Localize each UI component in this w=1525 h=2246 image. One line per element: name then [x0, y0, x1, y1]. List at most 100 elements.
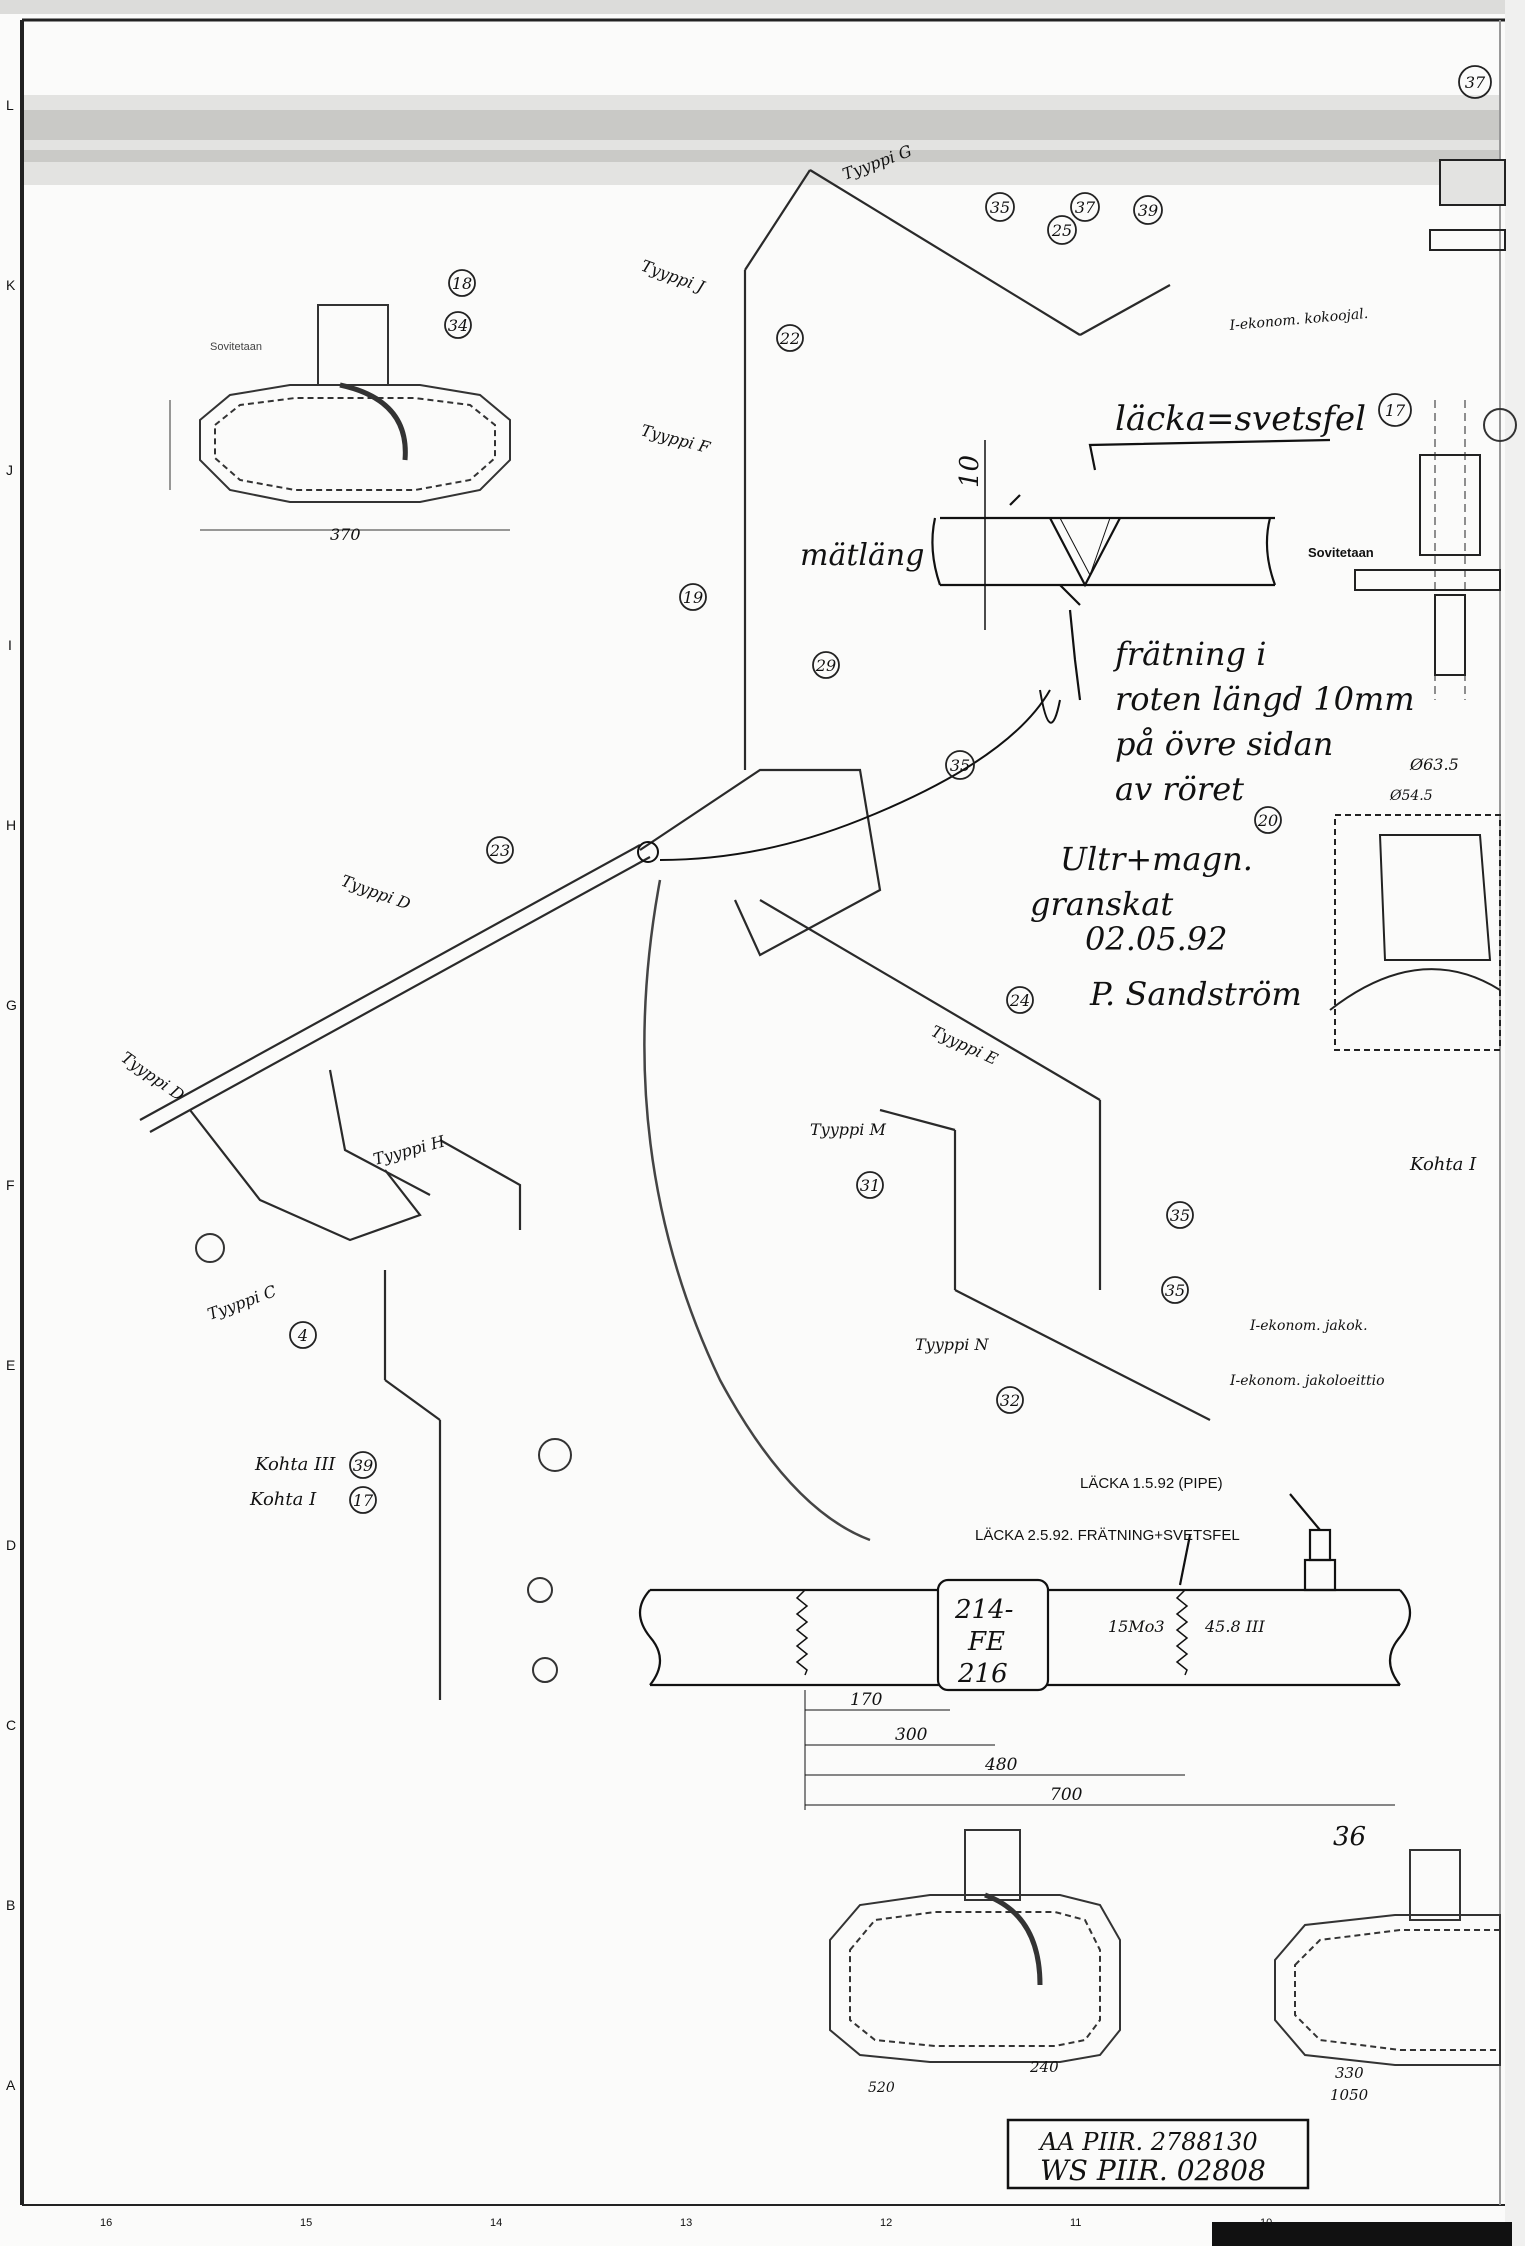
dim-240: 240 [1029, 2058, 1059, 2076]
inspection-note-line: Ultr+magn. [1060, 840, 1253, 878]
pipe-dimension: 300 [895, 1725, 928, 1745]
reference-circles [195, 408, 1517, 1683]
i-ekonom-label-1: I-ekonom. kokoojal. [1228, 306, 1369, 334]
balloon-number: 24 [1009, 991, 1030, 1010]
dim-1050: 1050 [1330, 2086, 1369, 2104]
balloon-number: 19 [683, 588, 703, 607]
col-number: 11 [1070, 2217, 1081, 2229]
reference-stamp: AA PIIR. 2788130 WS PIIR. 02808 [1006, 2118, 1310, 2190]
balloon-number: 37 [1465, 73, 1486, 92]
balloon-number: 4 [297, 1326, 308, 1345]
balloon-number: 35 [1170, 1206, 1190, 1225]
row-letter: C [6, 1717, 16, 1733]
corrosion-note: frätning i roten längd 10mm på övre sida… [1113, 635, 1415, 808]
balloon-number: 29 [815, 656, 836, 675]
hand-drawn-curves [637, 689, 1061, 1542]
balloon-number: 17 [1385, 401, 1406, 420]
leak-1-label: LÄCKA 1.5.92 (PIPE) [1080, 1475, 1223, 1492]
measure-label: mätläng [800, 538, 924, 573]
balloon-numbers: 37 35 37 39 25 18 34 19 29 35 22 23 24 3… [297, 73, 1486, 1510]
corrosion-note-line: frätning i [1113, 635, 1266, 673]
sovitetaan-label-2: Sovitetaan [1308, 545, 1374, 560]
type-label: Tyyppi M [810, 1120, 886, 1139]
corrosion-note-line: på övre sidan [1115, 725, 1333, 763]
row-letter: D [6, 1537, 16, 1553]
row-letter: F [6, 1177, 15, 1193]
pipe-size: 45.8 III [1204, 1617, 1265, 1636]
type-label: Tyyppi D [339, 871, 414, 914]
dim-330: 330 [1335, 2064, 1364, 2082]
scan-noise-band [0, 0, 1525, 185]
drawing-border [20, 18, 1505, 2206]
sovitetaan-label: Sovitetaan [210, 341, 262, 353]
pipe-dimensions: 170 300 480 700 [850, 1690, 1083, 1805]
inspection-note-line: 02.05.92 [1085, 920, 1228, 958]
kohta-3-label: Kohta III [254, 1454, 336, 1475]
balloon-number: 23 [489, 841, 510, 860]
nozzle-section-top-left [169, 304, 511, 531]
part-balloons [289, 65, 1492, 1514]
i-ekonom-label-3: I-ekonom. jakoloeittio [1229, 1373, 1385, 1389]
balloon-number: 35 [1165, 1281, 1185, 1300]
balloon-number: 39 [353, 1456, 373, 1475]
type-label: Tyyppi D [118, 1048, 188, 1105]
i-ekonom-label-2: I-ekonom. jakok. [1249, 1318, 1368, 1334]
wall-thickness: 10 [955, 455, 985, 488]
col-number: 15 [300, 2217, 312, 2229]
row-letter: A [6, 2077, 16, 2093]
row-letter: B [6, 1897, 15, 1913]
scan-corner-dark [1212, 2222, 1512, 2246]
stamp-line-1: AA PIIR. 2788130 [1038, 2128, 1258, 2156]
dim-63-5: Ø63.5 [1409, 755, 1459, 774]
pipe-tag: 214- FE 216 [954, 1595, 1013, 1689]
pipe-dimension: 480 [984, 1755, 1018, 1775]
pipe-tag-line: FE [967, 1627, 1005, 1657]
row-letter: J [6, 462, 13, 478]
pipe-tag-line: 216 [957, 1659, 1008, 1689]
scan-edge [1505, 0, 1525, 2246]
col-number: 14 [490, 2217, 502, 2229]
type-label: Tyyppi C [205, 1281, 279, 1323]
leak-2-label: LÄCKA 2.5.92. FRÄTNING+SVETSFEL [975, 1527, 1240, 1544]
balloon-number: 34 [448, 316, 468, 335]
type-label: Tyyppi F [639, 421, 713, 458]
balloon-number: 22 [779, 329, 800, 348]
corrosion-note-line: av röret [1115, 770, 1244, 808]
kohta-1-label: Kohta I [249, 1489, 317, 1510]
balloon-number: 25 [1051, 221, 1072, 240]
nozzle-section-bottom [829, 1829, 1501, 2066]
kohta-i-right: Kohta I [1409, 1154, 1477, 1175]
pipe-leak-detail [638, 1493, 1412, 1810]
balloon-number: 32 [1000, 1391, 1020, 1410]
type-label: Tyyppi J [639, 256, 709, 297]
pipe-dimension: 170 [850, 1690, 883, 1710]
type-label: Tyyppi N [915, 1335, 989, 1354]
inspection-note-line: granskat [1030, 885, 1173, 923]
row-letter: I [8, 637, 12, 653]
flange-detail-right [1329, 159, 1506, 1051]
pipe-material: 15Mo3 [1108, 1617, 1165, 1636]
balloon-number: 35 [990, 198, 1010, 217]
inspection-note: Ultr+magn. granskat 02.05.92 P. Sandströ… [1030, 840, 1302, 1013]
balloon-number: 31 [860, 1176, 880, 1195]
dim-370: 370 [330, 525, 361, 544]
row-letter: L [6, 97, 14, 113]
row-letter: H [6, 817, 16, 833]
type-label: Tyyppi E [928, 1021, 1001, 1068]
inspection-note-line: P. Sandström [1089, 975, 1302, 1013]
pipe-dimension: 700 [1050, 1785, 1083, 1805]
pipe-tag-line: 214- [954, 1595, 1013, 1625]
balloon-number: 37 [1075, 198, 1096, 217]
stamp-line-2: WS PIIR. 02808 [1040, 2154, 1266, 2187]
balloon-number: 35 [950, 756, 970, 775]
balloon-number: 17 [353, 1491, 374, 1510]
corrosion-note-line: roten längd 10mm [1115, 680, 1415, 718]
tag-36: 36 [1333, 1822, 1366, 1852]
balloon-number: 20 [1257, 811, 1278, 830]
row-letter: E [6, 1357, 15, 1373]
dim-520: 520 [868, 2080, 895, 2096]
col-number: 16 [100, 2217, 112, 2229]
row-letters: L K J I H G F E D C B A [6, 97, 17, 2093]
